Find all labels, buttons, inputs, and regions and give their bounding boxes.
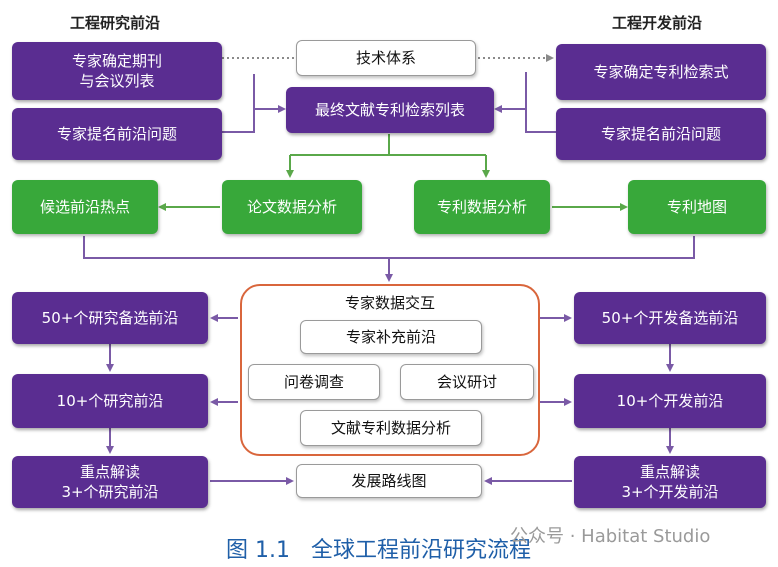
expert-interaction-title: 专家数据交互	[344, 294, 435, 312]
right-expert-nominate-box: 专家提名前沿问题	[556, 108, 766, 160]
left-key-interpretation-box: 重点解读 3+个研究前沿	[12, 456, 208, 508]
tech-system-box: 技术体系	[296, 40, 476, 76]
expert-supplement-box: 专家补充前沿	[300, 320, 482, 354]
left-expert-nominate-box: 专家提名前沿问题	[12, 108, 222, 160]
roadmap-box: 发展路线图	[296, 464, 482, 498]
right-10-frontiers-box: 10+个开发前沿	[574, 374, 766, 428]
figure-caption: 图 1.1 全球工程前沿研究流程	[226, 538, 531, 563]
left-50-candidates-box: 50+个研究备选前沿	[12, 292, 208, 344]
heading-research-frontiers: 工程研究前沿	[70, 14, 161, 32]
heading-development-frontiers: 工程开发前沿	[612, 14, 703, 32]
survey-box: 问卷调查	[248, 364, 380, 400]
expert-journal-list-box: 专家确定期刊 与会议列表	[12, 42, 222, 100]
expert-patent-query-box: 专家确定专利检索式	[556, 44, 766, 100]
patent-analysis-box: 专利数据分析	[414, 180, 550, 234]
final-search-list-box: 最终文献专利检索列表	[286, 87, 494, 133]
conference-box: 会议研讨	[400, 364, 534, 400]
right-50-candidates-box: 50+个开发备选前沿	[574, 292, 766, 344]
right-key-interpretation-box: 重点解读 3+个开发前沿	[574, 456, 766, 508]
expert-interaction-group: 专家数据交互 专家补充前沿 问卷调查 会议研讨 文献专利数据分析	[240, 284, 540, 456]
left-10-frontiers-box: 10+个研究前沿	[12, 374, 208, 428]
candidate-hotspots-box: 候选前沿热点	[12, 180, 158, 234]
arrow-left-to-final	[222, 74, 255, 133]
paper-analysis-box: 论文数据分析	[222, 180, 362, 234]
lit-patent-analysis-box: 文献专利数据分析	[300, 410, 482, 446]
patent-map-box: 专利地图	[628, 180, 766, 234]
watermark: 公众号 · Habitat Studio	[510, 526, 711, 547]
arrow-right-to-final	[525, 72, 556, 133]
